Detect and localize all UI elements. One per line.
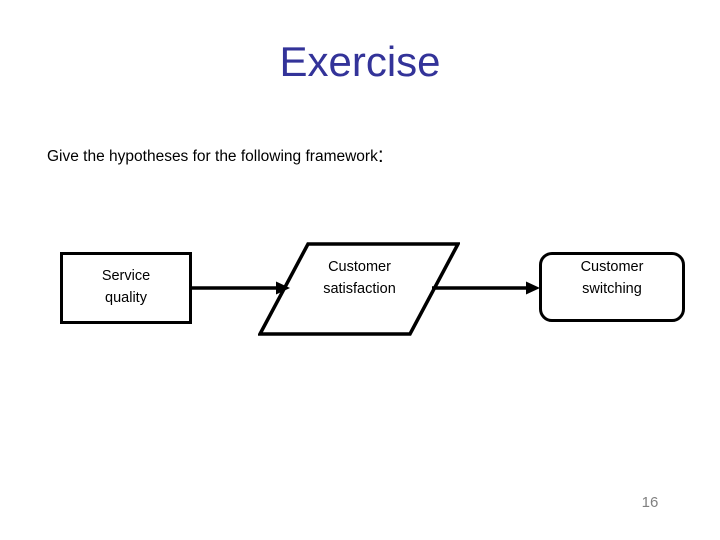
page-title: Exercise — [279, 38, 441, 85]
diagram-arrow-customer-satisfaction-to-customer-switching — [432, 281, 540, 295]
diagram-node-customer-switching[interactable] — [539, 252, 685, 322]
diagram-arrow-service-quality-to-customer-satisfaction — [192, 281, 290, 295]
prompt-colon: : — [377, 144, 384, 167]
prompt-text-body: Give the hypotheses for the following fr… — [47, 148, 378, 165]
prompt-text: Give the hypotheses for the following fr… — [47, 144, 384, 167]
diagram-node-service-quality[interactable] — [60, 252, 192, 324]
diagram-node-customer-satisfaction[interactable] — [258, 242, 460, 336]
page-number: 16 — [641, 494, 659, 511]
